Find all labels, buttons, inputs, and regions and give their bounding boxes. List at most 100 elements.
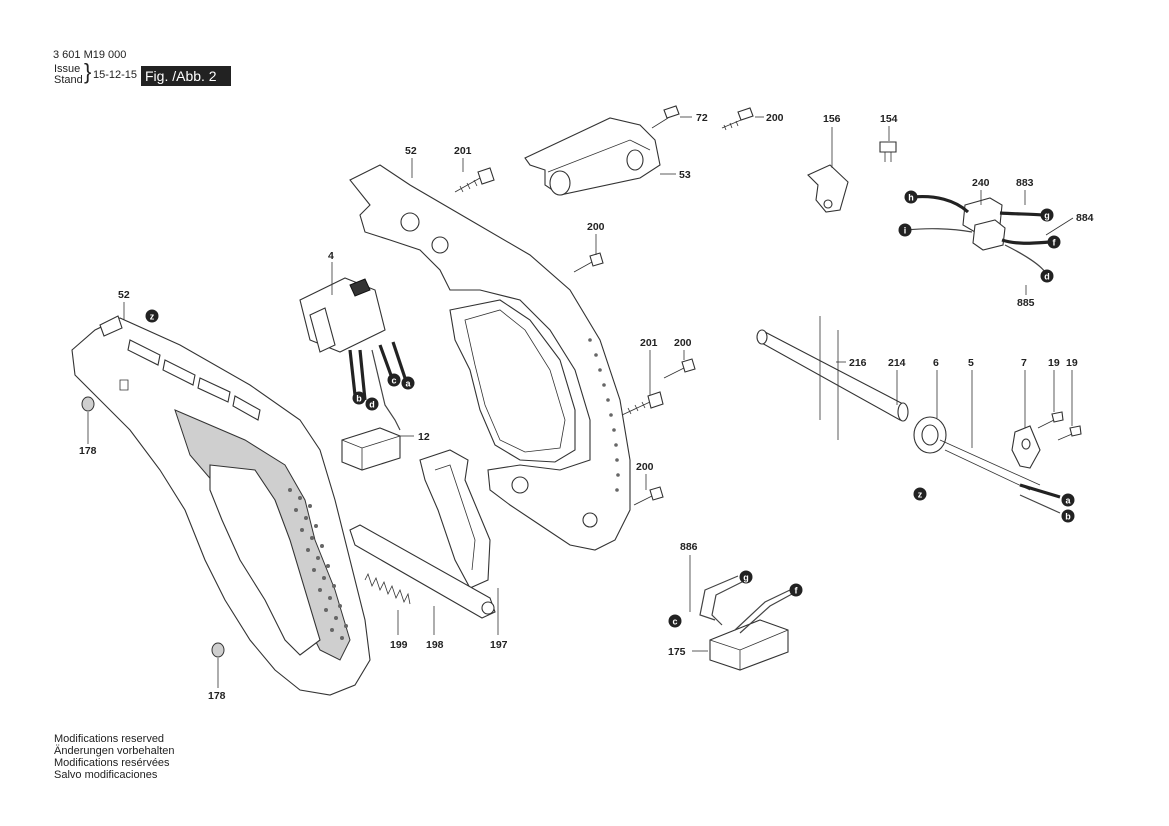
screw-200-low [633, 486, 664, 506]
block-12 [341, 427, 401, 471]
svg-text:d: d [1044, 272, 1050, 282]
brace-symbol: } [84, 59, 92, 84]
screw-19b [1057, 425, 1082, 441]
connector-c2: c [668, 614, 682, 628]
screw-201-top [454, 167, 495, 193]
label-240: 240 [972, 177, 990, 189]
label-200-top: 200 [766, 112, 784, 124]
grommet-6 [913, 416, 947, 454]
connector-d2: d [1040, 269, 1054, 283]
leader-lines [87, 116, 1074, 688]
label-175: 175 [668, 646, 686, 658]
label-198: 198 [426, 639, 444, 651]
svg-text:a: a [405, 379, 411, 389]
svg-text:c: c [391, 376, 396, 386]
screw-200-top [721, 107, 754, 131]
svg-text:z: z [918, 490, 923, 500]
label-72: 72 [696, 112, 708, 124]
issue-label: Issue [54, 63, 81, 75]
document-number: 3 601 M19 000 [53, 49, 127, 61]
connector-240 [906, 194, 1051, 273]
handle-half-left [71, 315, 371, 696]
connector-f1: f [1047, 235, 1061, 249]
connector-d1: d [365, 397, 379, 411]
top-cover [524, 117, 661, 196]
connector-g2: g [739, 570, 753, 584]
svg-text:i: i [904, 226, 907, 236]
connector-b2: b [1061, 509, 1075, 523]
label-200-low: 200 [636, 461, 654, 473]
nut-178-upper [81, 396, 95, 412]
svg-text:f: f [795, 586, 799, 596]
svg-text:d: d [369, 400, 375, 410]
svg-text:g: g [743, 573, 749, 583]
label-883: 883 [1016, 177, 1034, 189]
svg-text:g: g [1044, 211, 1050, 221]
svg-text:z: z [150, 312, 155, 322]
label-199: 199 [390, 639, 408, 651]
connector-b1: b [352, 391, 366, 405]
connector-a2: a [1061, 493, 1075, 507]
label-201-top: 201 [454, 145, 472, 157]
svg-text:a: a [1065, 496, 1071, 506]
footer-line-es: Salvo modificaciones [54, 769, 158, 781]
label-216: 216 [849, 357, 867, 369]
connector-badges: z b d c a h g i [145, 190, 1075, 628]
label-200-mid: 200 [587, 221, 605, 233]
label-154: 154 [880, 113, 898, 125]
connector-i: i [898, 223, 912, 237]
label-178-lower: 178 [208, 690, 226, 702]
label-53: 53 [679, 169, 691, 181]
footer-line-en: Modifications reserved [54, 733, 165, 745]
footer-notes: Modifications reserved Änderungen vorbeh… [54, 733, 174, 781]
screw-72 [651, 105, 680, 129]
connector-z2: z [913, 487, 927, 501]
connector-c1: c [387, 373, 401, 387]
nut-178-lower [211, 642, 225, 658]
screw-200-mid [573, 252, 604, 273]
label-4: 4 [328, 250, 334, 262]
footer-line-fr: Modifications resérvées [54, 757, 170, 769]
screw-200-right [663, 358, 696, 379]
label-886: 886 [680, 541, 698, 553]
label-52-left: 52 [118, 289, 130, 301]
handle-half-right [349, 164, 631, 551]
svg-text:h: h [908, 193, 914, 203]
screw-201-right [621, 391, 664, 416]
label-12: 12 [418, 431, 430, 443]
connector-z1: z [145, 309, 159, 323]
svg-text:f: f [1053, 238, 1057, 248]
connector-g1: g [1040, 208, 1054, 222]
issue-date: 15-12-15 [93, 69, 138, 81]
connector-a1: a [401, 376, 415, 390]
label-200-right: 200 [674, 337, 692, 349]
label-156: 156 [823, 113, 841, 125]
figure-label: Fig. /Abb. 2 [141, 66, 231, 86]
label-885: 885 [1017, 297, 1035, 309]
svg-text:c: c [672, 617, 677, 627]
label-214: 214 [888, 357, 906, 369]
trigger-lever [419, 449, 491, 589]
label-5: 5 [968, 357, 974, 369]
label-178-upper: 178 [79, 445, 97, 457]
svg-text:b: b [1065, 512, 1071, 522]
plate-216 [819, 316, 839, 440]
label-7: 7 [1021, 357, 1027, 369]
capacitor-175 [699, 575, 793, 671]
label-884: 884 [1076, 212, 1094, 224]
connector-h: h [904, 190, 918, 204]
label-19a: 19 [1048, 357, 1060, 369]
part-labels: 72 200 53 52 201 200 4 52 178 12 178 199… [79, 112, 1094, 702]
spring-199 [364, 572, 411, 605]
screw-19a [1037, 411, 1064, 429]
stand-label: Stand [54, 74, 83, 86]
connector-f2: f [789, 583, 803, 597]
switch [299, 277, 407, 431]
label-6: 6 [933, 357, 939, 369]
cable-5 [939, 439, 1061, 514]
label-201-right: 201 [640, 337, 658, 349]
strain-relief-7 [1011, 425, 1041, 469]
lever-198 [349, 524, 496, 619]
rod-214 [756, 329, 909, 422]
issue-stand-label: Issue Stand [54, 64, 83, 86]
